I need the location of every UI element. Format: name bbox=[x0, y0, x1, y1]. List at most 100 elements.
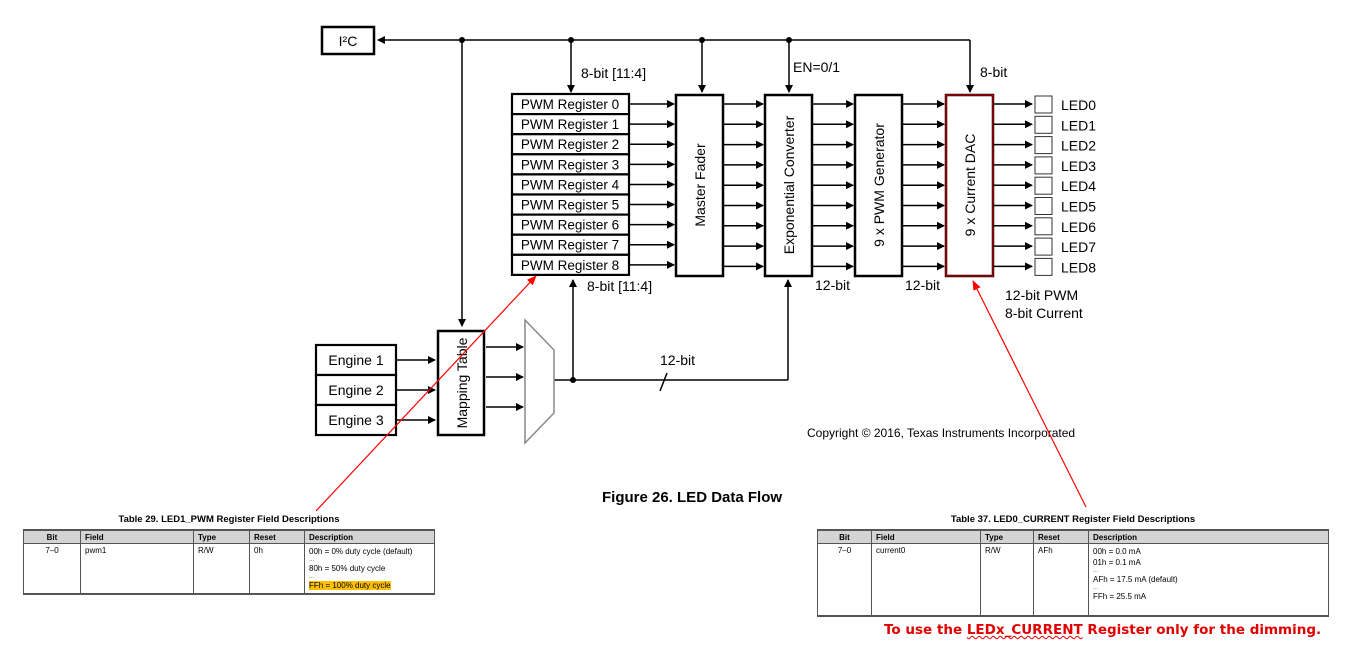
figure-caption: Figure 26. LED Data Flow bbox=[602, 489, 782, 506]
led-label: LED3 bbox=[1061, 158, 1096, 174]
led-label: LED4 bbox=[1061, 178, 1096, 194]
i2c-label: I²C bbox=[339, 33, 358, 49]
col-bit: Bit bbox=[23, 529, 81, 544]
desc-line-highlighted: FFh = 100% duty cycle bbox=[309, 581, 391, 590]
table-row: 7–0 pwm1 R/W 0h 00h = 0% duty cycle (def… bbox=[23, 543, 435, 595]
master-fader-label: Master Fader bbox=[692, 143, 708, 227]
annotation-register-name: LEDx_CURRENT bbox=[966, 622, 1083, 638]
cell-type: R/W bbox=[193, 543, 250, 595]
signal-lines bbox=[629, 100, 1033, 271]
annotation-arrow-pwm bbox=[315, 275, 537, 512]
desc-ellipsis: ... bbox=[309, 574, 315, 580]
pwm-register-label: PWM Register 7 bbox=[521, 238, 619, 253]
led-box bbox=[1034, 257, 1053, 276]
pwm-register-label: PWM Register 6 bbox=[521, 218, 619, 233]
cell-field: current0 bbox=[871, 543, 981, 617]
pwm-register-label: PWM Register 1 bbox=[521, 117, 619, 132]
desc-ellipsis: ... bbox=[1093, 585, 1099, 591]
mapping-table-label: Mapping Table bbox=[454, 337, 470, 428]
mapping-table-block bbox=[436, 329, 486, 437]
col-bit: Bit bbox=[817, 529, 872, 544]
dimming-annotation: To use the LEDx_CURRENT Register only fo… bbox=[884, 622, 1321, 638]
col-field: Field bbox=[80, 529, 194, 544]
engine-stack: Engine 1 Engine 2 Engine 3 bbox=[314, 343, 436, 437]
current-dac-label: 9 x Current DAC bbox=[962, 134, 978, 237]
output-note-pwm: 12-bit PWM bbox=[1005, 287, 1078, 303]
pwm-table-title: Table 29. LED1_PWM Register Field Descri… bbox=[118, 514, 340, 525]
desc-line: 00h = 0.0 mA bbox=[1093, 547, 1141, 556]
desc-ellipsis: ... bbox=[1093, 568, 1099, 574]
exponential-converter-label: Exponential Converter bbox=[781, 115, 797, 254]
led-box bbox=[1034, 197, 1053, 215]
led-label: LED0 bbox=[1061, 97, 1096, 113]
copyright-text: Copyright © 2016, Texas Instruments Inco… bbox=[807, 426, 1075, 440]
desc-ellipsis: ... bbox=[309, 557, 315, 563]
desc-line: 80h = 50% duty cycle bbox=[309, 564, 386, 573]
multiplexer bbox=[524, 318, 555, 445]
led-label: LED6 bbox=[1061, 219, 1096, 235]
led-label: LED2 bbox=[1061, 138, 1096, 154]
junction-dot bbox=[570, 377, 576, 383]
master-fader-block bbox=[674, 93, 725, 278]
cell-type: R/W bbox=[980, 543, 1034, 617]
pwm-register-stack: PWM Register 0 PWM Register 1 PWM Register… bbox=[510, 92, 631, 277]
engine-block bbox=[314, 403, 398, 437]
pwm-input-width-label: 8-bit [11:4] bbox=[581, 65, 646, 81]
pwm-register-label: PWM Register 3 bbox=[521, 157, 619, 172]
pwm-register-label: PWM Register 5 bbox=[521, 198, 619, 213]
cell-reset: AFh bbox=[1033, 543, 1089, 617]
dac-input-width-label: 8-bit bbox=[980, 64, 1007, 80]
annotation-prefix: To use the bbox=[884, 622, 967, 638]
engine-block bbox=[314, 343, 398, 377]
pwm-generator-block bbox=[853, 93, 904, 278]
led-box bbox=[1034, 115, 1053, 134]
led-box bbox=[1034, 237, 1053, 256]
desc-line: AFh = 17.5 mA (default) bbox=[1093, 575, 1178, 584]
i2c-block bbox=[320, 25, 376, 56]
col-reset: Reset bbox=[1033, 529, 1089, 544]
col-field: Field bbox=[871, 529, 981, 544]
col-reset: Reset bbox=[249, 529, 305, 544]
led-label: LED7 bbox=[1061, 239, 1096, 255]
cell-field: pwm1 bbox=[80, 543, 194, 595]
led-box bbox=[1034, 95, 1053, 114]
col-description: Description bbox=[304, 529, 435, 544]
engine-label: Engine 1 bbox=[328, 352, 383, 368]
pwm-register-label: PWM Register 2 bbox=[521, 137, 619, 152]
annotation-arrow-current bbox=[972, 280, 1087, 508]
current-table-title: Table 37. LED0_CURRENT Register Field De… bbox=[950, 514, 1196, 525]
pwm-output-width-label: 12-bit bbox=[905, 277, 940, 293]
led-label: LED8 bbox=[1061, 259, 1096, 275]
led-box bbox=[1034, 217, 1053, 236]
engine-label: Engine 3 bbox=[328, 412, 383, 428]
feedback-bus-width-label: 12-bit bbox=[660, 352, 695, 368]
engine-label: Engine 2 bbox=[328, 382, 383, 398]
led-box bbox=[1034, 136, 1053, 155]
led-label: LED5 bbox=[1061, 199, 1096, 215]
pwm-register-label: PWM Register 8 bbox=[521, 258, 619, 273]
cell-bit: 7–0 bbox=[23, 543, 81, 595]
desc-line: 00h = 0% duty cycle (default) bbox=[309, 547, 413, 556]
cell-description: 00h = 0% duty cycle (default) ... 80h = … bbox=[304, 543, 435, 595]
cell-reset: 0h bbox=[249, 543, 305, 595]
exponential-converter-block bbox=[763, 93, 814, 278]
bus-width-slash bbox=[659, 372, 668, 392]
annotation-suffix: Register only for the dimming. bbox=[1082, 622, 1322, 638]
led-box bbox=[1034, 176, 1053, 195]
enable-label: EN=0/1 bbox=[793, 59, 840, 75]
output-note-current: 8-bit Current bbox=[1005, 305, 1083, 321]
cell-bit: 7–0 bbox=[817, 543, 872, 617]
led-box bbox=[1034, 156, 1053, 175]
led-label: LED1 bbox=[1061, 117, 1096, 133]
col-description: Description bbox=[1088, 529, 1329, 544]
current-register-table: Bit Field Type Reset Description 7–0 cur… bbox=[817, 529, 1329, 617]
col-type: Type bbox=[193, 529, 250, 544]
pwm-generator-label: 9 x PWM Generator bbox=[871, 123, 887, 247]
pwm-register-table: Bit Field Type Reset Description 7–0 pwm… bbox=[23, 529, 435, 595]
pwm-register-label: PWM Register 0 bbox=[521, 97, 619, 112]
table-row: 7–0 current0 R/W AFh 00h = 0.0 mA 01h = … bbox=[817, 543, 1329, 617]
desc-line: FFh = 25.5 mA bbox=[1093, 592, 1147, 601]
pwm-register-label: PWM Register 4 bbox=[521, 177, 620, 192]
col-type: Type bbox=[980, 529, 1034, 544]
